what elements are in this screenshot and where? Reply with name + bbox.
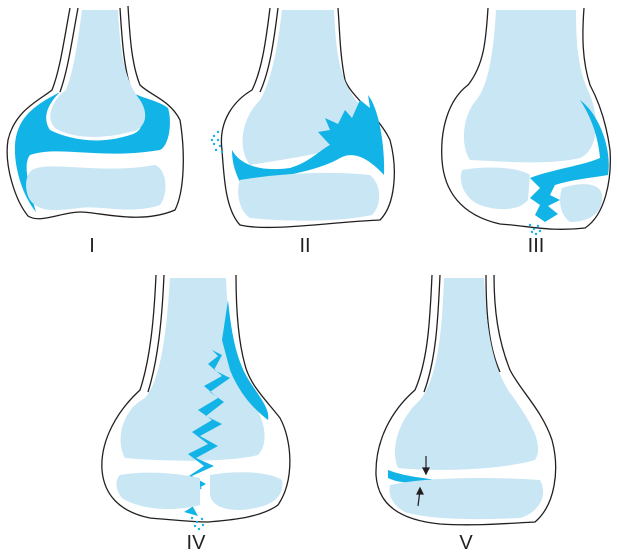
panel-type-v <box>376 275 556 525</box>
fracture-fragment-iv <box>191 517 204 530</box>
epiphysis-iv <box>116 473 200 509</box>
metaphysis-v <box>395 278 538 470</box>
epiphysis-iii <box>461 168 530 210</box>
label-iv: IV <box>187 532 207 553</box>
panel-type-iv <box>102 275 290 530</box>
epiphysis-ii <box>238 173 379 221</box>
epiphysis-iv-right <box>210 472 282 510</box>
panel-type-i <box>7 6 183 219</box>
fracture-fragment-iii <box>529 224 541 235</box>
label-v: V <box>459 532 473 553</box>
metaphysis-i <box>50 10 145 137</box>
label-i: I <box>89 235 95 257</box>
panel-type-ii <box>211 8 395 227</box>
panel-type-iii <box>442 8 611 235</box>
label-iii: III <box>528 235 545 257</box>
label-ii: II <box>299 235 310 257</box>
epiphysis-v <box>390 478 544 519</box>
metaphysis-iii <box>464 10 596 162</box>
epiphysis-i <box>26 165 165 210</box>
